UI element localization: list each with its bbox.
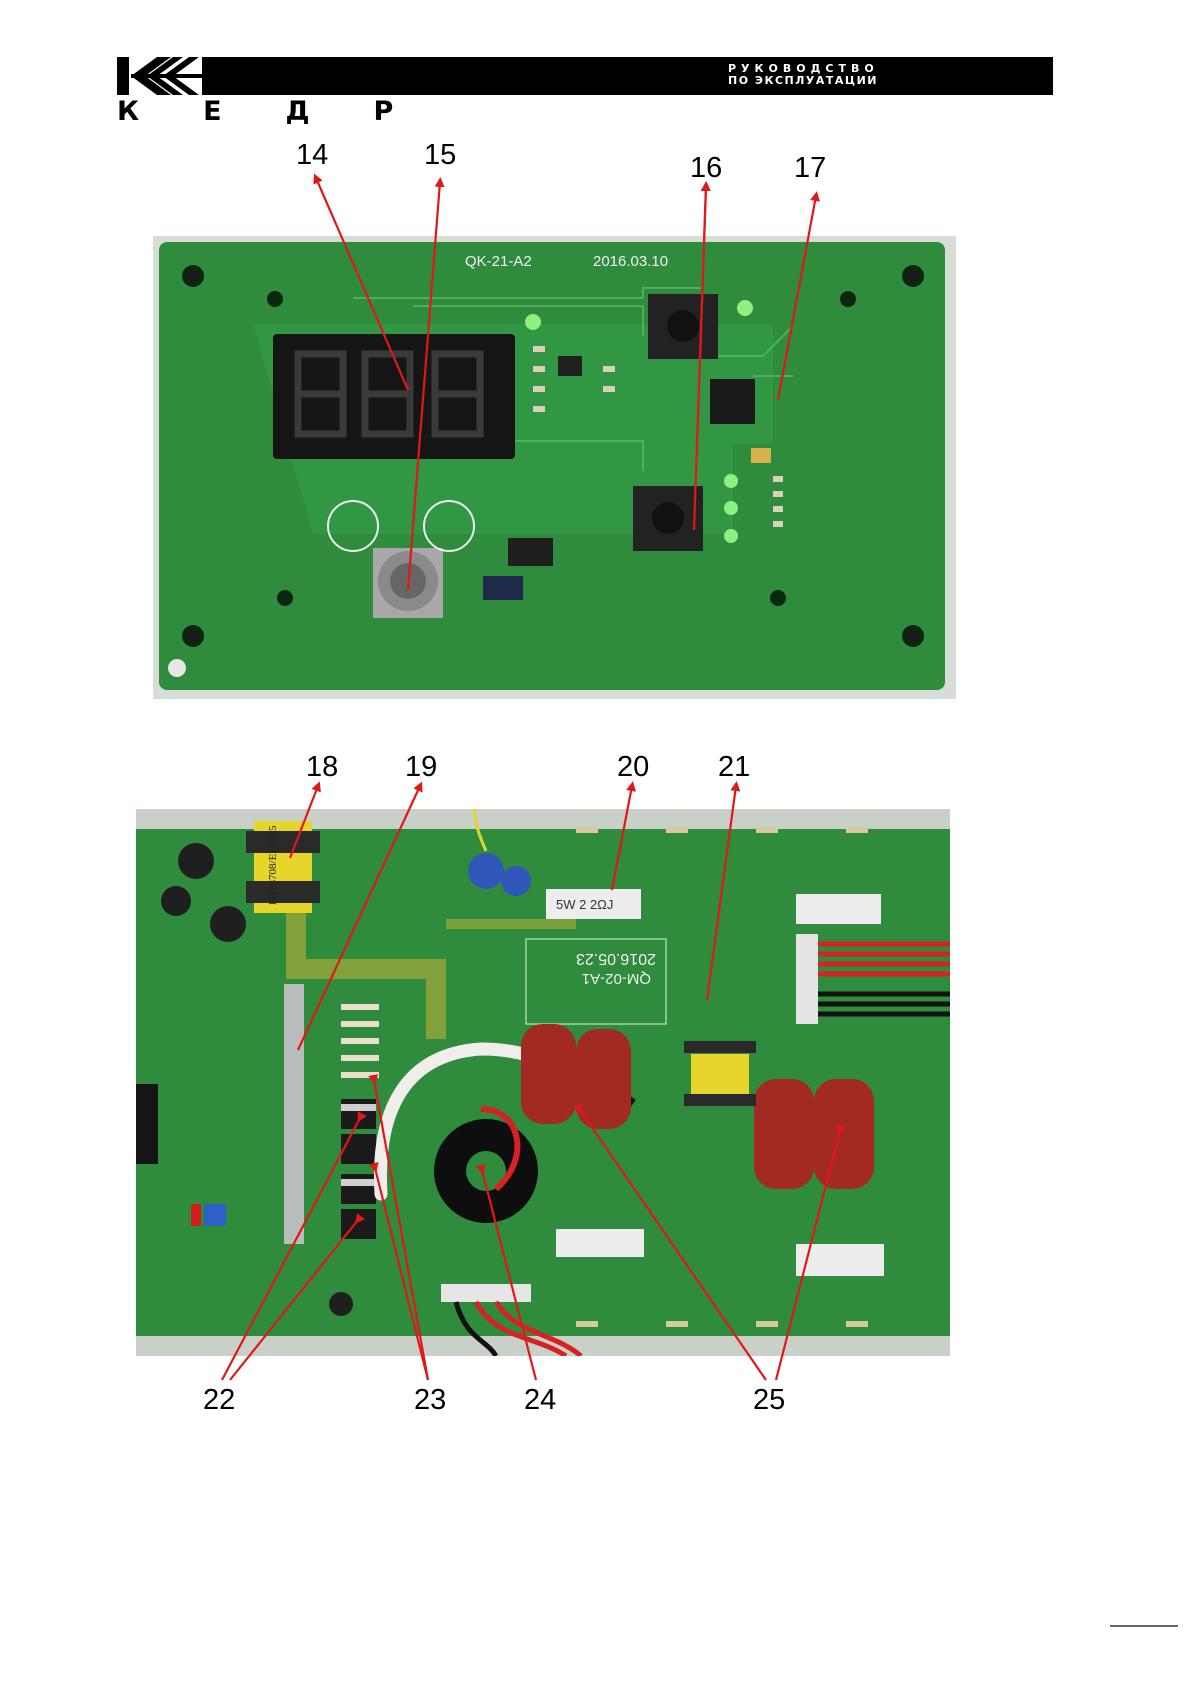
callout-14: 14 bbox=[296, 139, 329, 171]
power-board-date: 2016.05.23 bbox=[576, 950, 656, 967]
callout-23: 23 bbox=[414, 1384, 447, 1416]
manual-title: РУКОВОДСТВО ПО ЭКСПЛУАТАЦИИ bbox=[728, 63, 879, 87]
control-board-illustration: QK-21-A2 2016.03.10 bbox=[153, 236, 956, 699]
callout-21: 21 bbox=[718, 751, 751, 783]
power-board-model: QM-02-A1 bbox=[582, 970, 651, 987]
callout-17: 17 bbox=[794, 152, 827, 184]
control-board-date: 2016.03.10 bbox=[593, 253, 668, 270]
callout-19: 19 bbox=[405, 751, 438, 783]
callout-24: 24 bbox=[524, 1384, 557, 1416]
header-bar bbox=[117, 57, 1053, 95]
callout-16: 16 bbox=[690, 152, 723, 184]
callout-15: 15 bbox=[424, 139, 457, 171]
control-board-photo: QK-21-A2 2016.03.10 bbox=[153, 236, 956, 699]
logo-wordmark: КЕДР bbox=[117, 96, 458, 127]
resistor-label-1: 5W 2 2ΩJ bbox=[556, 897, 613, 912]
callout-18: 18 bbox=[306, 751, 339, 783]
manual-title-line2: ПО ЭКСПЛУАТАЦИИ bbox=[728, 74, 878, 87]
power-board-photo: HS28708/EEL-25 2016.05.23 QM-02-A1 bbox=[136, 809, 950, 1356]
power-board-illustration: HS28708/EEL-25 2016.05.23 QM-02-A1 bbox=[136, 809, 950, 1356]
manual-title-line1: РУКОВОДСТВО bbox=[728, 62, 879, 75]
callout-22: 22 bbox=[203, 1384, 236, 1416]
transformer-label: HS28708/EEL-25 bbox=[267, 825, 279, 905]
kedr-logo-icon bbox=[117, 57, 202, 95]
control-board-model: QK-21-A2 bbox=[465, 253, 532, 270]
callout-25: 25 bbox=[753, 1384, 786, 1416]
page-number-rule bbox=[1110, 1625, 1178, 1627]
callout-20: 20 bbox=[617, 751, 650, 783]
